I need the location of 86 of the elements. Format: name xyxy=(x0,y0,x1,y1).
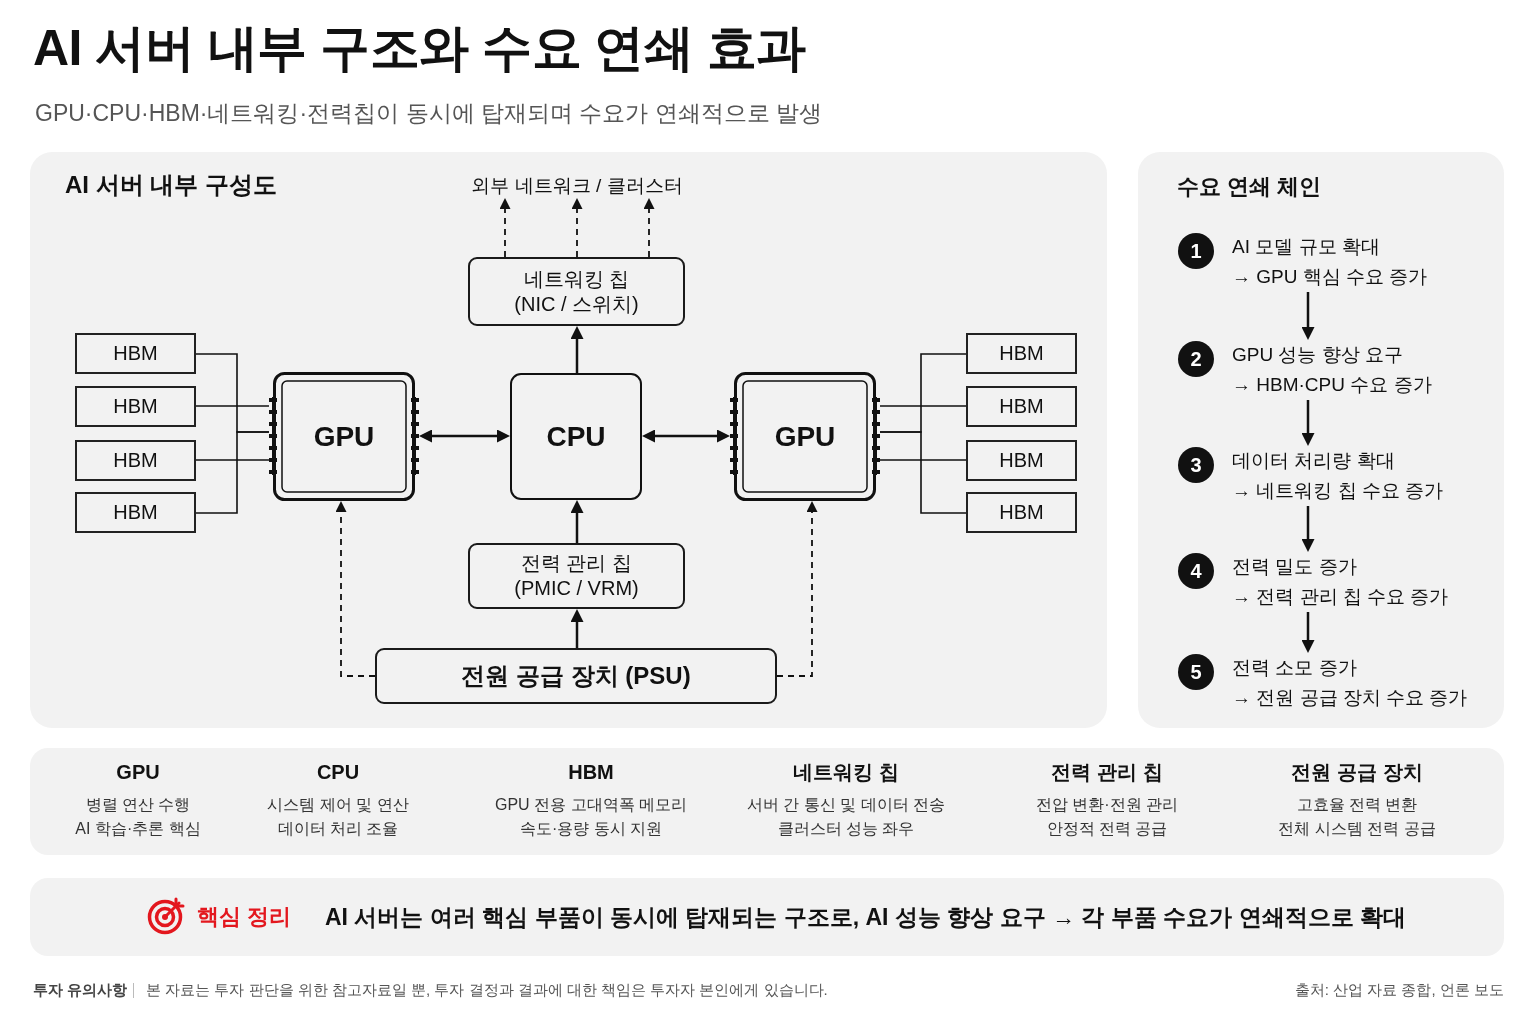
column-text: 병렬 연산 수행 xyxy=(85,795,191,815)
step-number: 4 xyxy=(1178,553,1214,589)
psu-box: 전원 공급 장치 (PSU) xyxy=(375,648,777,704)
step-number: 3 xyxy=(1178,447,1214,483)
memory-box: HBM xyxy=(75,386,196,427)
column-text: 속도·용량 동시 지원 xyxy=(519,819,663,839)
step-text: 데이터 처리량 확대 xyxy=(1232,449,1395,473)
panel-heading: 수요 연쇄 체인 xyxy=(1177,173,1322,201)
disclaimer-text: 본 자료는 투자 판단을 위한 참고자료일 뿐, 투자 결정과 결과에 대한 책임은 투자자 본인에게 있습니다. xyxy=(146,980,828,1000)
column-text: 데이터 처리 조율 xyxy=(277,819,399,839)
column-text: 서버 간 통신 및 데이터 전송 xyxy=(746,795,946,815)
step-text: → 전력 관리 칩 수요 증가 xyxy=(1232,585,1449,609)
connector-line xyxy=(879,405,967,407)
connector-line xyxy=(879,459,967,461)
memory-box: HBM xyxy=(966,386,1077,427)
cpu-box: CPU xyxy=(510,373,642,500)
memory-box: HBM xyxy=(966,492,1077,533)
connector-line xyxy=(195,405,270,407)
column-heading: 네트워킹 칩 xyxy=(793,760,899,784)
memory-box: HBM xyxy=(75,440,196,481)
column-text: 전압 변환·전원 관리 xyxy=(1035,795,1179,815)
double-arrow xyxy=(642,429,730,443)
summary-heading: 핵심 정리 xyxy=(197,903,292,931)
dashed-arrow xyxy=(776,501,818,677)
connector-line xyxy=(195,459,270,461)
dashed-arrow xyxy=(499,198,511,258)
step-number: 1 xyxy=(1178,233,1214,269)
arrow xyxy=(570,500,584,543)
column-text: 시스템 제어 및 연산 xyxy=(267,795,409,815)
step-text: → GPU 핵심 수요 증가 xyxy=(1232,265,1428,289)
memory-box: HBM xyxy=(75,333,196,374)
step-text: → 네트워킹 칩 수요 증가 xyxy=(1232,479,1444,503)
step-text: → 전원 공급 장치 수요 증가 xyxy=(1232,686,1468,710)
destination-label: 외부 네트워크 / 클러스터 xyxy=(471,174,683,198)
step-text: GPU 성능 향상 요구 xyxy=(1232,343,1403,367)
arrow xyxy=(570,609,584,648)
column-heading: CPU xyxy=(316,760,360,784)
column-heading: 전력 관리 칩 xyxy=(1051,760,1163,784)
column-text: 전체 시스템 전력 공급 xyxy=(1278,819,1436,839)
connector-line xyxy=(195,431,270,514)
gpu-chip xyxy=(730,372,880,501)
step-text: → HBM·CPU 수요 증가 xyxy=(1232,373,1432,397)
dashed-arrow xyxy=(643,198,655,258)
column-text: 고효율 전력 변환 xyxy=(1296,795,1418,815)
memory-box: HBM xyxy=(966,333,1077,374)
title: AI 서버 내부 구조와 수요 연쇄 효과 xyxy=(33,19,806,78)
source-note: 출처: 산업 자료 종합, 언론 보도 xyxy=(1294,980,1504,1000)
arrow xyxy=(1301,612,1315,653)
box-label: 네트워킹 칩 xyxy=(523,266,630,292)
memory-box: HBM xyxy=(75,492,196,533)
box-label: 전력 관리 칩 xyxy=(520,551,633,576)
panel xyxy=(1138,152,1504,728)
column-heading: 전원 공급 장치 xyxy=(1291,760,1423,784)
dashed-arrow xyxy=(571,198,583,258)
arrow xyxy=(1301,400,1315,446)
arrow xyxy=(1301,292,1315,340)
step-number: 5 xyxy=(1178,654,1214,690)
double-arrow xyxy=(419,429,510,443)
column-text: AI 학습·추론 핵심 xyxy=(75,819,201,839)
subtitle: GPU·CPU·HBM·네트워킹·전력칩이 동시에 탑재되며 수요가 연쇄적으로 발생 xyxy=(35,99,823,128)
summary-text: AI 서버는 여러 핵심 부품이 동시에 탑재되는 구조로, AI 성능 향상 요구 → 각 부품 수요가 연쇄적으로 확대 xyxy=(325,903,1407,931)
box-label: (PMIC / VRM) xyxy=(514,576,639,601)
column-text: 안정적 전력 공급 xyxy=(1046,819,1168,839)
memory-box: HBM xyxy=(966,440,1077,481)
column-heading: HBM xyxy=(568,760,614,784)
chip-box xyxy=(468,257,685,326)
step-text: 전력 소모 증가 xyxy=(1232,656,1357,680)
panel xyxy=(30,152,1107,728)
column-text: GPU 전용 고대역폭 메모리 xyxy=(495,795,687,815)
gpu-chip xyxy=(269,372,419,501)
chip-label: GPU xyxy=(774,419,836,454)
chip-box xyxy=(468,543,685,609)
box-label: (NIC / 스위치) xyxy=(514,291,639,317)
chip-label: GPU xyxy=(313,419,375,454)
step-text: 전력 밀도 증가 xyxy=(1232,555,1357,579)
column-text: 클러스터 성능 좌우 xyxy=(777,819,915,839)
connector-line xyxy=(879,431,967,514)
panel-heading: AI 서버 내부 구성도 xyxy=(65,170,277,200)
column-heading: GPU xyxy=(116,760,160,784)
dashed-arrow xyxy=(335,501,376,677)
step-number: 2 xyxy=(1178,341,1214,377)
summary-band xyxy=(30,878,1504,956)
step-text: AI 모델 규모 확대 xyxy=(1232,235,1380,259)
arrow xyxy=(1301,506,1315,552)
arrow xyxy=(570,326,584,373)
footer-heading: 투자 유의사항 xyxy=(33,980,128,1000)
